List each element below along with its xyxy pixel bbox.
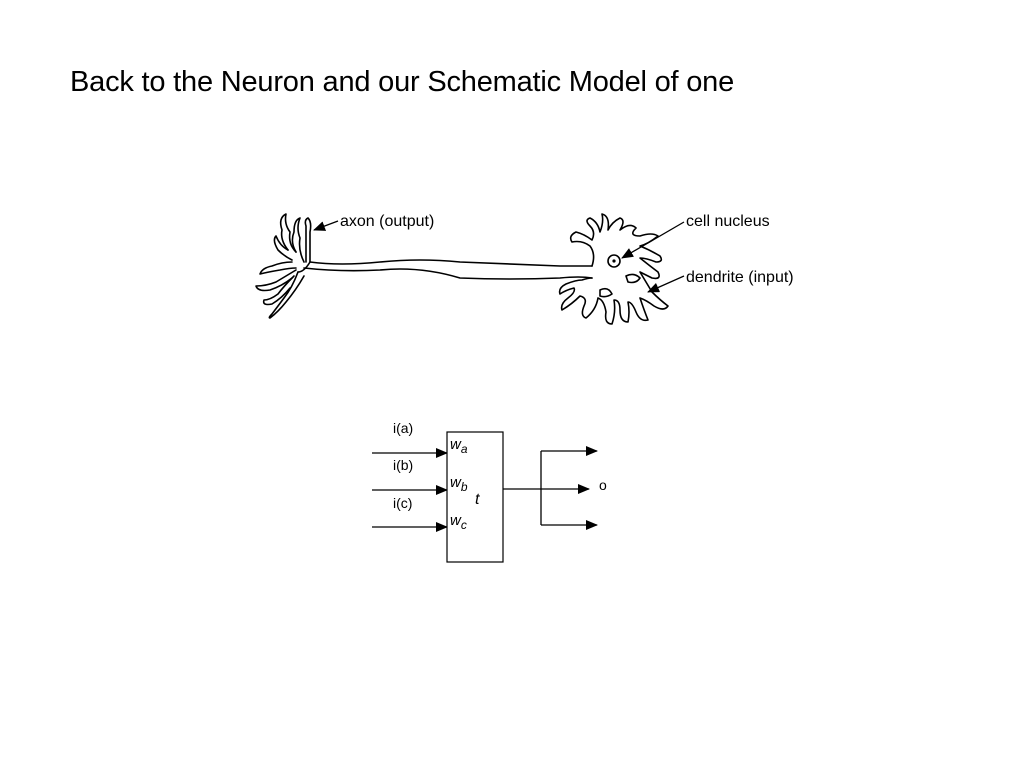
slide-title: Back to the Neuron and our Schematic Mod… — [70, 66, 735, 98]
weight-c: wc — [450, 512, 467, 532]
neuron-drawing: axon (output) cell nucleus dendrite (inp… — [255, 213, 794, 325]
output-label: o — [599, 477, 607, 493]
input-label-c: i(c) — [393, 495, 412, 511]
input-label-b: i(b) — [393, 457, 413, 473]
threshold-label: t — [475, 491, 480, 508]
nucleus-arrow — [621, 221, 685, 259]
cell-body — [558, 213, 669, 325]
weight-b: wb — [450, 474, 468, 494]
axon-label: axon (output) — [340, 213, 434, 230]
input-label-a: i(a) — [393, 420, 413, 436]
neuron-box — [446, 431, 504, 563]
axon-arrow — [313, 220, 339, 231]
nucleus — [607, 254, 621, 268]
weight-a: wa — [450, 436, 468, 456]
dendrite-arrow — [647, 275, 685, 293]
schematic-model: i(a) i(b) i(c) wa wb wc t o — [372, 420, 607, 563]
axon-shaft — [309, 259, 593, 267]
dendrite-label: dendrite (input) — [686, 269, 794, 286]
nucleus-label: cell nucleus — [686, 213, 770, 230]
axon-terminal — [255, 213, 312, 319]
